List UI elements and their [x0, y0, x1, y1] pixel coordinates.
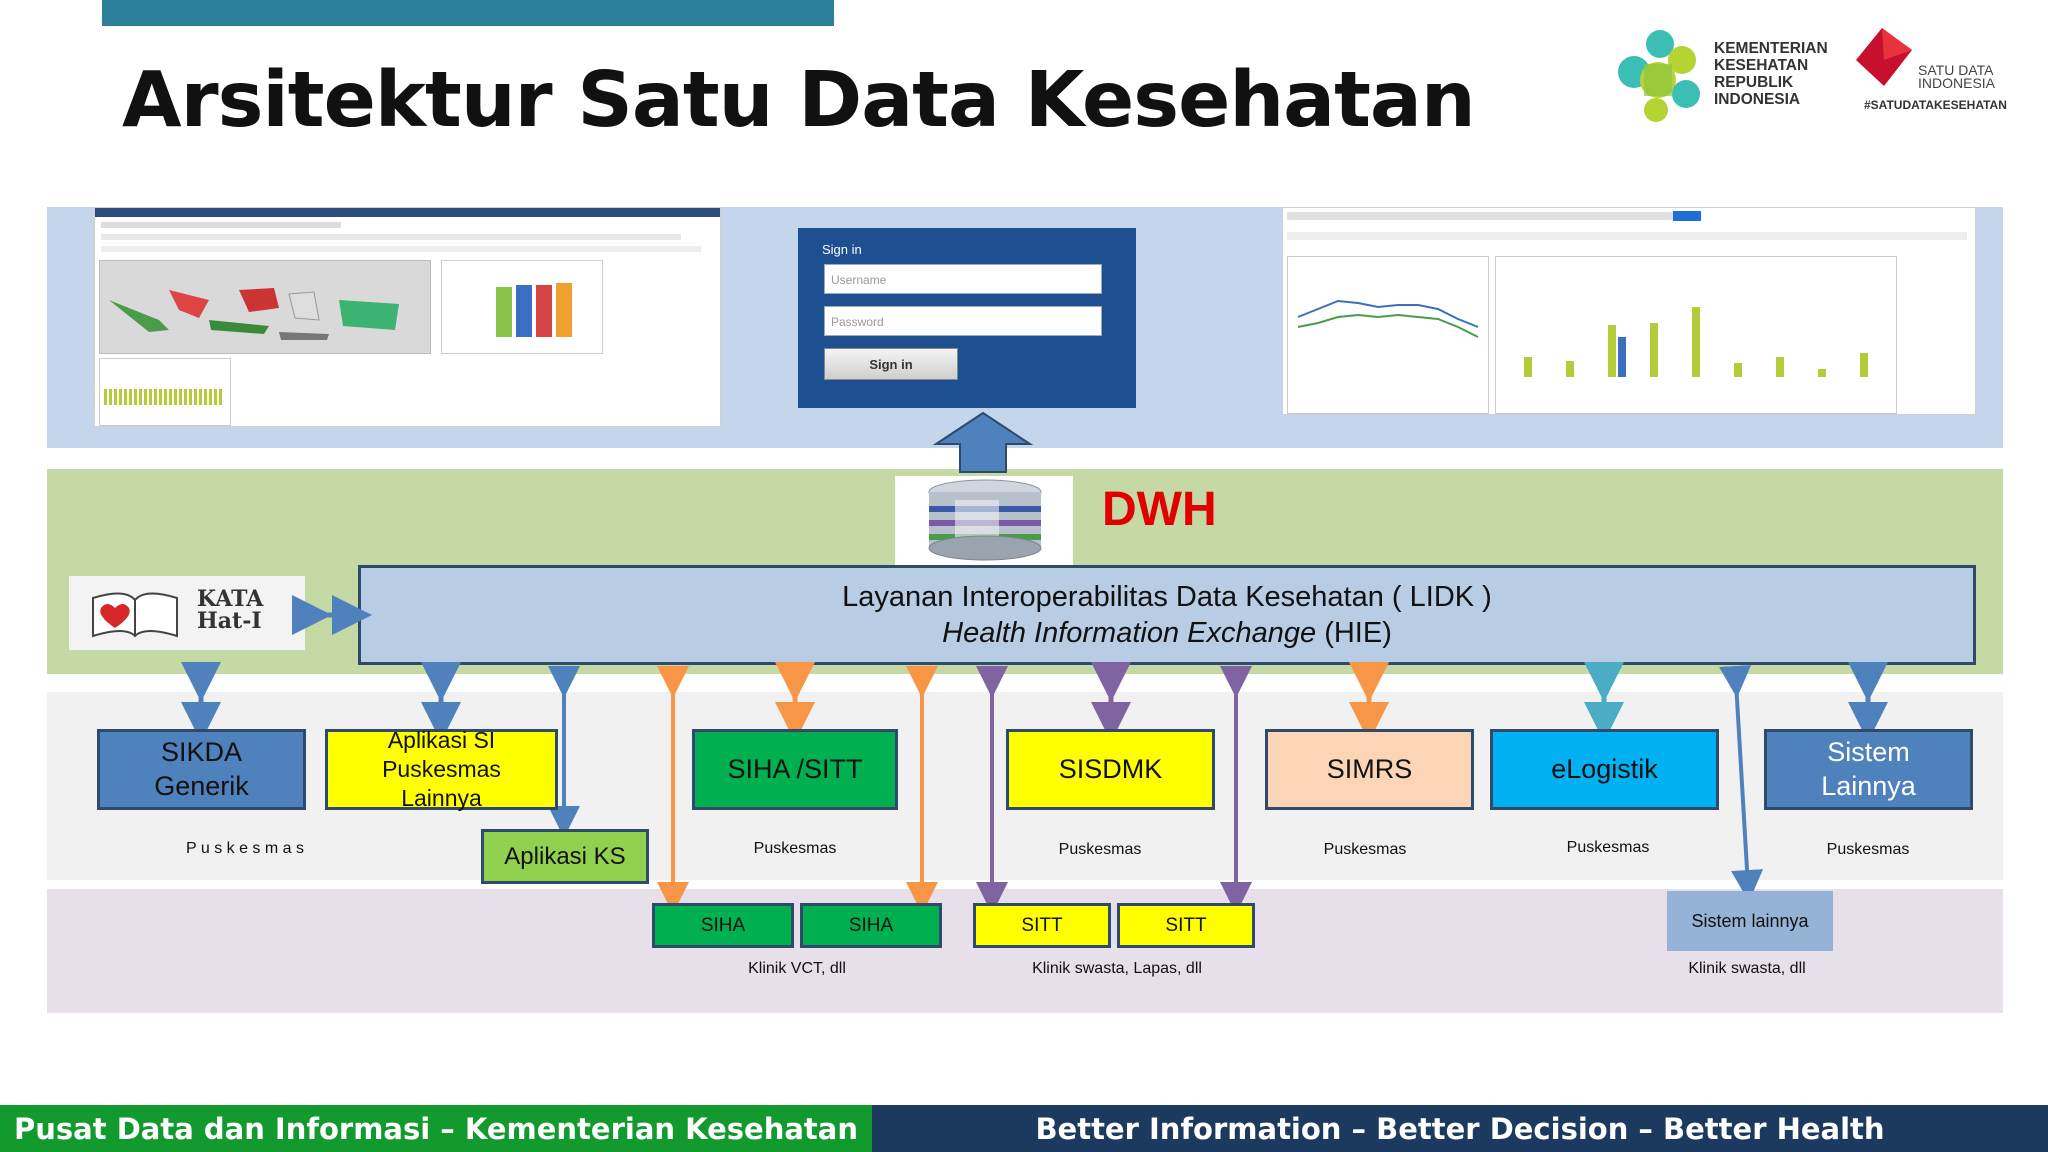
map-dashboard-screenshot: [94, 207, 721, 427]
hie-italic-text: Health Information Exchange: [942, 617, 1317, 649]
klinik-swasta-lapas-caption: Klinik swasta, Lapas, dll: [1032, 960, 1202, 977]
signin-button[interactable]: Sign in: [824, 348, 958, 380]
klinik-swasta-caption: Klinik swasta, dll: [1688, 960, 1806, 977]
sisdmk-box[interactable]: SISDMK: [1006, 729, 1215, 810]
sistem-lainnya-box[interactable]: Sistem Lainnya: [1764, 729, 1973, 810]
puskesmas-caption-sistem: Puskesmas: [1826, 841, 1910, 858]
hashtag-label: #SATUDATAKESEHATAN: [1864, 98, 2007, 112]
sitt-box-1[interactable]: SITT: [973, 903, 1111, 948]
up-arrow-to-dashboard-icon: [932, 411, 1034, 473]
lidk-title: Layanan Interoperabilitas Data Kesehatan…: [842, 580, 1492, 613]
kemenkes-line-4: INDONESIA: [1714, 91, 1801, 108]
siha-box-1[interactable]: SIHA: [652, 903, 794, 948]
aplikasi-si-puskesmas-box[interactable]: Aplikasi SI Puskesmas Lainnya: [325, 727, 558, 811]
sitt-box-2[interactable]: SITT: [1117, 903, 1255, 948]
line-chart-icon: [1297, 299, 1479, 338]
dwh-label: DWH: [1102, 483, 1217, 536]
kemenkes-line-3: REPUBLIK: [1714, 74, 1794, 91]
aplikasi-ks-box[interactable]: Aplikasi KS: [481, 829, 649, 884]
puskesmas-caption-sisdmk: Puskesmas: [1058, 841, 1142, 858]
puskesmas-caption-siha: Puskesmas: [753, 840, 837, 857]
username-field[interactable]: Username: [824, 264, 1102, 294]
simrs-box[interactable]: SIMRS: [1265, 729, 1474, 810]
chart-dashboard-screenshot: [1282, 207, 1976, 415]
hati-label: Hat-I: [197, 608, 262, 634]
sistem-lainnya-small-box[interactable]: Sistem lainnya: [1667, 891, 1833, 951]
kemenkes-logo: KEMENTERIAN KESEHATAN REPUBLIK INDONESIA: [1604, 28, 1844, 123]
kemenkes-emblem-icon: [1618, 30, 1700, 122]
dwh-database-icon: [895, 476, 1073, 565]
satu-data-logo: SATU DATA INDONESIA #SATUDATAKESEHATAN: [1852, 24, 2012, 119]
top-accent-bar: [102, 0, 834, 26]
kemenkes-line-2: KESEHATAN: [1714, 57, 1809, 74]
password-field[interactable]: Password: [824, 306, 1102, 336]
signin-panel: Sign in Username Password Sign in: [798, 228, 1136, 408]
kata-hati-logo: KATA Hat-I: [69, 576, 305, 650]
satu-data-line-1: SATU DATA: [1918, 62, 1994, 78]
sikda-generik-box[interactable]: SIKDA Generik: [97, 729, 306, 810]
satu-data-line-2: INDONESIA: [1918, 75, 1996, 91]
siha-sitt-box[interactable]: SIHA /SITT: [692, 729, 898, 810]
klinik-vct-caption: Klinik VCT, dll: [748, 960, 846, 977]
indonesia-map-icon: [109, 288, 399, 340]
signin-heading: Sign in: [822, 242, 862, 257]
puskesmas-caption-elogistik: Puskesmas: [1566, 839, 1650, 856]
hie-abbrev-text: (HIE): [1316, 617, 1392, 649]
sistem-lainnya-small-link-arrow: [1719, 665, 1764, 902]
book-heart-icon: [92, 592, 178, 638]
hie-subtitle: Health Information Exchange (HIE): [942, 615, 1392, 651]
siha-box-2[interactable]: SIHA: [800, 903, 942, 948]
page-title: Arsitektur Satu Data Kesehatan: [122, 56, 1476, 145]
kemenkes-line-1: KEMENTERIAN: [1714, 40, 1828, 57]
puskesmas-caption-simrs: Puskesmas: [1323, 841, 1407, 858]
bar-chart-icon: [1495, 256, 1897, 414]
kata-label: KATA: [197, 586, 264, 612]
footer-slogan: Better Information – Better Decision – B…: [872, 1105, 2048, 1152]
puskesmas-caption-sikda: P u s k e s m a s: [186, 840, 304, 857]
lidk-hie-box: Layanan Interoperabilitas Data Kesehatan…: [358, 565, 1976, 665]
elogistik-box[interactable]: eLogistik: [1490, 729, 1719, 810]
footer-organization: Pusat Data dan Informasi – Kementerian K…: [0, 1105, 872, 1152]
satu-data-diamond-icon: [1856, 28, 1912, 86]
